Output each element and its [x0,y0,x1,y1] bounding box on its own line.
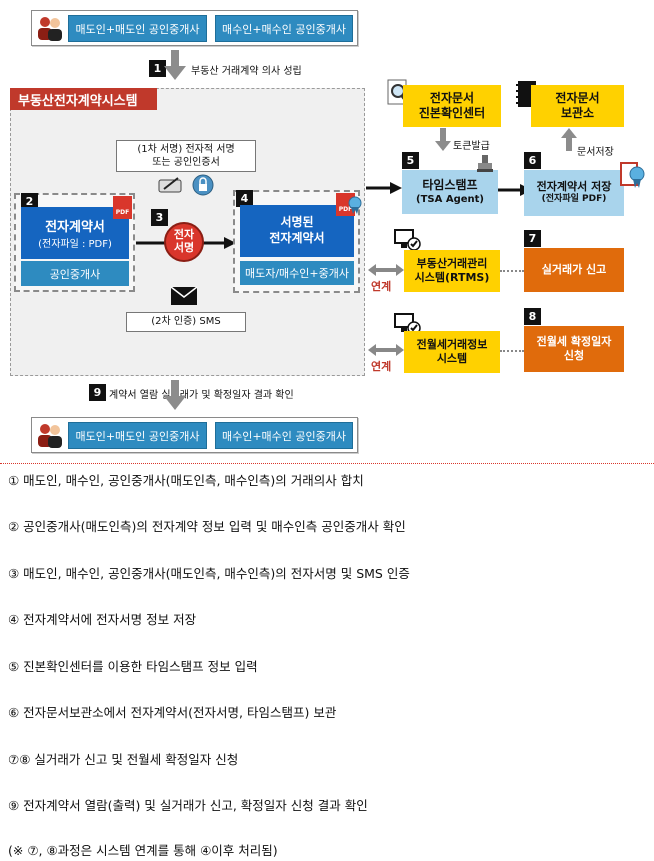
people-icon-bottom [38,424,62,448]
seal-badge-icon [348,196,362,214]
step-3-badge: 3 [151,209,168,226]
step-5-badge: 5 [402,152,419,169]
buyer-party-box: 매수인+매수인 공인중개사 [215,15,353,42]
description-item: ④ 전자계약서에 전자서명 정보 저장 [8,612,197,627]
description-item: ③ 매도인, 매수인, 공인중개사(매도인측, 매수인측)의 전자서명 및 SM… [8,566,410,581]
description-item: ② 공인중개사(매도인측)의 전자계약 정보 입력 및 매수인측 공인중개사 확… [8,519,406,534]
monitor-check-icon-1 [394,229,421,251]
bottom-buyer-party-box: 매수인+매수인 공인중개사 [215,422,353,449]
token-label: 토큰발급 [453,141,490,152]
description-item: ⑥ 전자문서보관소에서 전자계약서(전자서명, 타임스탬프) 보관 [8,705,337,720]
step-2-badge: 2 [21,193,38,210]
step-9-arrow-shaft [171,380,179,398]
link-label-1: 연계 [371,280,392,293]
system-title: 부동산전자계약시스템 [10,88,157,110]
timestamp-subtitle: (TSA Agent) [416,194,484,206]
sms-note: (2차 인증) SMS [126,312,246,332]
e-contract-subtitle: (전자파일 : PDF) [38,239,112,250]
archive-box: 전자문서 보관소 [531,85,624,127]
archive-line1: 전자문서 [555,91,600,105]
step-1-arrow-shaft [171,50,179,68]
pdf-icon-step2-label: PDF [115,209,130,216]
tablet-signature-icon [158,177,182,193]
description-item: ⑨ 전자계약서 열람(출력) 및 실거래가 신고, 확정일자 신청 결과 확인 [8,798,368,813]
token-arrow-head [435,141,451,151]
e-contract-title: 전자계약서 [45,220,105,235]
rent-date-request-box: 전월세 확정일자 신청 [524,326,624,372]
rtms-line1: 부동산거래관리 [416,257,488,271]
signature-note-line2: 또는 공인인증서 [152,157,220,168]
store-arrow-head [561,128,577,138]
step-9-arrow-head [164,396,186,410]
envelope-icon [170,286,198,305]
timestamp-box: 타임스탬프 (TSA Agent) [402,170,498,214]
certificate-lock-icon [192,174,214,196]
real-price-report-box: 실거래가 신고 [524,248,624,292]
rent-line2: 시스템 [436,352,468,365]
rent-dotted-connector [500,350,524,352]
signature-note-line1: (1차 서명) 전자적 서명 [137,143,235,155]
token-arrow-shaft [440,128,446,142]
certification-center-box: 전자문서 진본확인센터 [403,85,501,127]
e-signature-circle: 전자 서명 [164,222,204,262]
step-6-badge: 6 [524,152,541,169]
rent-line1: 전월세거래정보 [416,338,488,352]
step-8-badge: 8 [524,308,541,325]
step8-line2: 신청 [563,349,585,362]
section-divider [0,463,654,464]
link-label-2: 연계 [371,360,392,373]
contract-storage-subtitle: (전자파일 PDF) [541,194,607,205]
step8-line1: 전월세 확정일자 [536,334,612,348]
timestamp-title: 타임스탬프 [422,177,478,192]
step-1-label: 부동산 거래계약 의사 성립 [191,66,302,77]
e-signature-line1: 전자 [173,228,195,242]
step-1-arrow-head [164,66,186,80]
description-item: ⑦⑧ 실거래가 신고 및 전월세 확정일자 신청 [8,752,239,767]
contract-storage-title: 전자계약서 저장 [536,180,612,193]
step-9-badge: 9 [89,384,106,401]
certification-center-line1: 전자문서 [429,91,475,105]
description-item: (※ ⑦, ⑧과정은 시스템 연계를 통해 ④이후 처리됨) [8,843,278,858]
step-9-label: 계약서 열람 실거래가 및 확정일자 결과 확인 [109,390,294,401]
e-contract-document: 전자계약서 (전자파일 : PDF) [21,207,129,259]
top-parties-bar: 매도인+매도인 공인중개사 매수인+매수인 공인중개사 [31,10,358,46]
stamp-icon [477,155,493,172]
bottom-seller-party-box: 매도인+매도인 공인중개사 [68,422,207,449]
bottom-parties-bar: 매도인+매도인 공인중개사 매수인+매수인 공인중개사 [31,417,358,453]
contract-storage-box: 전자계약서 저장 (전자파일 PDF) [524,170,624,216]
description-item: ⑤ 진본확인센터를 이용한 타임스탬프 정보 입력 [8,659,258,674]
people-icon [38,17,62,41]
store-label: 문서저장 [577,147,614,158]
description-item: ① 매도인, 매수인, 공인중개사(매도인측, 매수인측)의 거래의사 합치 [8,473,364,488]
pdf-icon-step2: PDF [113,196,132,219]
rtms-line2: 시스템(RTMS) [414,271,490,284]
signature-note: (1차 서명) 전자적 서명 또는 공인인증서 [116,140,256,172]
step-7-badge: 7 [524,230,541,247]
seller-party-box: 매도인+매도인 공인중개사 [68,15,207,42]
rtms-dotted-connector [500,270,524,272]
rtms-box: 부동산거래관리 시스템(RTMS) [404,250,500,292]
archive-line2: 보관소 [560,106,595,120]
step-2-broker-box: 공인중개사 [21,261,129,286]
step-4-badge: 4 [236,190,253,207]
signed-contract-line1: 서명된 [280,215,314,230]
link-arrow-1 [368,264,404,276]
certification-center-line2: 진본확인센터 [418,106,486,120]
e-signature-line2: 서명 [173,241,195,254]
rent-system-box: 전월세거래정보 시스템 [404,331,500,373]
signed-e-contract: 서명된 전자계약서 [240,205,354,257]
signed-contract-line2: 전자계약서 [269,231,325,245]
pdf-icon-step4-label: PDF [338,206,353,213]
step-1-badge: 1 [149,60,166,77]
system-to-timestamp-arrow [366,182,402,194]
step-4-parties-box: 매도자/매수인+중개사 [240,261,354,285]
certified-document-icon [620,162,645,188]
link-arrow-2 [368,344,404,356]
store-arrow-shaft [566,137,572,151]
